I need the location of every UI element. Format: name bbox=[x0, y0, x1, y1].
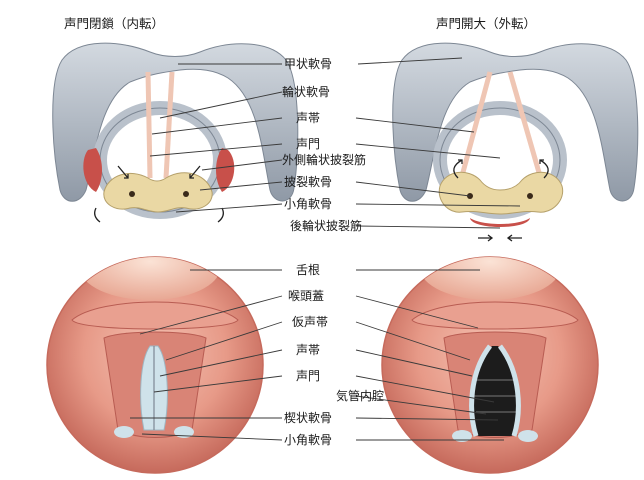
closed-laryngoscopic-view bbox=[46, 256, 264, 474]
posterior-muscle-right bbox=[470, 218, 530, 227]
vocal-cord-open-a bbox=[469, 344, 493, 437]
bottom-label-2: 仮声帯 bbox=[292, 315, 328, 329]
epiglottis-right bbox=[411, 301, 579, 330]
lateral-muscle-left-a bbox=[83, 148, 102, 192]
bottom-label-0: 舌根 bbox=[296, 263, 320, 277]
vocal-cord-left-a bbox=[145, 71, 153, 179]
thyroid-cartilage-right bbox=[392, 42, 639, 202]
top-label-3: 声門 bbox=[296, 137, 320, 151]
lateral-muscle-left-b bbox=[216, 148, 235, 192]
bottom-label-4: 声門 bbox=[296, 369, 320, 383]
bottom-label-1: 喉頭蓋 bbox=[288, 289, 324, 303]
vocal-cord-right-b bbox=[507, 71, 543, 177]
closed-cartilage-view bbox=[52, 42, 299, 223]
tongue-base-left bbox=[80, 257, 220, 300]
arytenoid-cartilage-right bbox=[438, 171, 564, 215]
leader-lines bbox=[130, 57, 521, 441]
top-label-2: 声帯 bbox=[296, 111, 320, 125]
top-label-7: 後輪状披裂筋 bbox=[290, 218, 362, 233]
bottom-label-3: 声帯 bbox=[296, 343, 320, 357]
top-label-6: 小角軟骨 bbox=[284, 196, 332, 211]
tongue-base-right bbox=[420, 257, 560, 300]
top-label-4: 外側輪状披裂筋 bbox=[282, 152, 366, 167]
title-open: 声門開大（外転） bbox=[436, 16, 536, 31]
vocal-cord-open-b bbox=[497, 344, 521, 437]
top-label-1: 輪状軟骨 bbox=[282, 84, 330, 99]
epiglottis-left bbox=[71, 301, 239, 330]
open-laryngoscopic-view bbox=[381, 256, 599, 474]
top-label-0: 甲状軟骨 bbox=[284, 56, 332, 71]
vocal-cord-left-b bbox=[163, 71, 175, 179]
title-closed: 声門閉鎖（内転） bbox=[64, 16, 164, 31]
titles: 声門閉鎖（内転） 声門開大（外転） bbox=[64, 16, 536, 31]
arytenoid-cartilage-left bbox=[103, 172, 213, 213]
vocal-cord-right-a bbox=[459, 71, 493, 177]
bottom-label-6: 楔状軟骨 bbox=[284, 410, 332, 425]
open-cartilage-view bbox=[392, 42, 639, 242]
bottom-label-5: 気管内腔 bbox=[336, 388, 384, 403]
top-label-5: 披裂軟骨 bbox=[284, 174, 332, 189]
thyroid-cartilage-left bbox=[52, 42, 299, 202]
bottom-label-7: 小角軟骨 bbox=[284, 432, 332, 447]
